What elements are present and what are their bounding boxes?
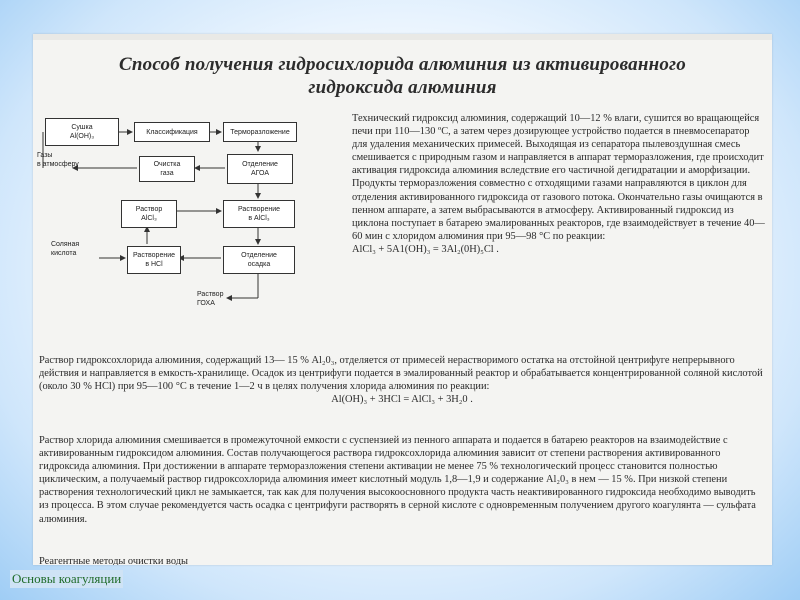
centrifuge-paragraph: Раствор гидроксохлорида алюминия, содерж… bbox=[39, 354, 765, 406]
slide-title-line-2: гидроксида алюминия bbox=[308, 77, 497, 98]
slide-title-line-1: Способ получения гидросихлорида алюминия… bbox=[119, 54, 686, 75]
box-thermal-decomposition: Терморазложение bbox=[223, 122, 297, 142]
aluminium-chloride-paragraph: Раствор хлорида алюминия смешивается в п… bbox=[39, 435, 756, 525]
footer-section-label: Основы коагуляции bbox=[10, 570, 124, 588]
cutoff-heading: Реагентные методы очистки воды bbox=[39, 556, 189, 565]
box-classification: Классификация bbox=[134, 122, 210, 142]
process-description-text: Технический гидроксид алюминия, содержащ… bbox=[352, 113, 765, 255]
slide-card: Способ получения гидросихлорида алюминия… bbox=[33, 34, 772, 565]
diagram-arrows bbox=[42, 129, 261, 301]
reaction-equation-1: AlCl₃ + 5A1(OH)₃ = 3Al₂(0H)₅Cl . bbox=[352, 243, 499, 255]
reaction-equation-2: Al(OH)₃ + 3HCl = AlCl₃ + 3H₂0 . bbox=[331, 394, 473, 406]
